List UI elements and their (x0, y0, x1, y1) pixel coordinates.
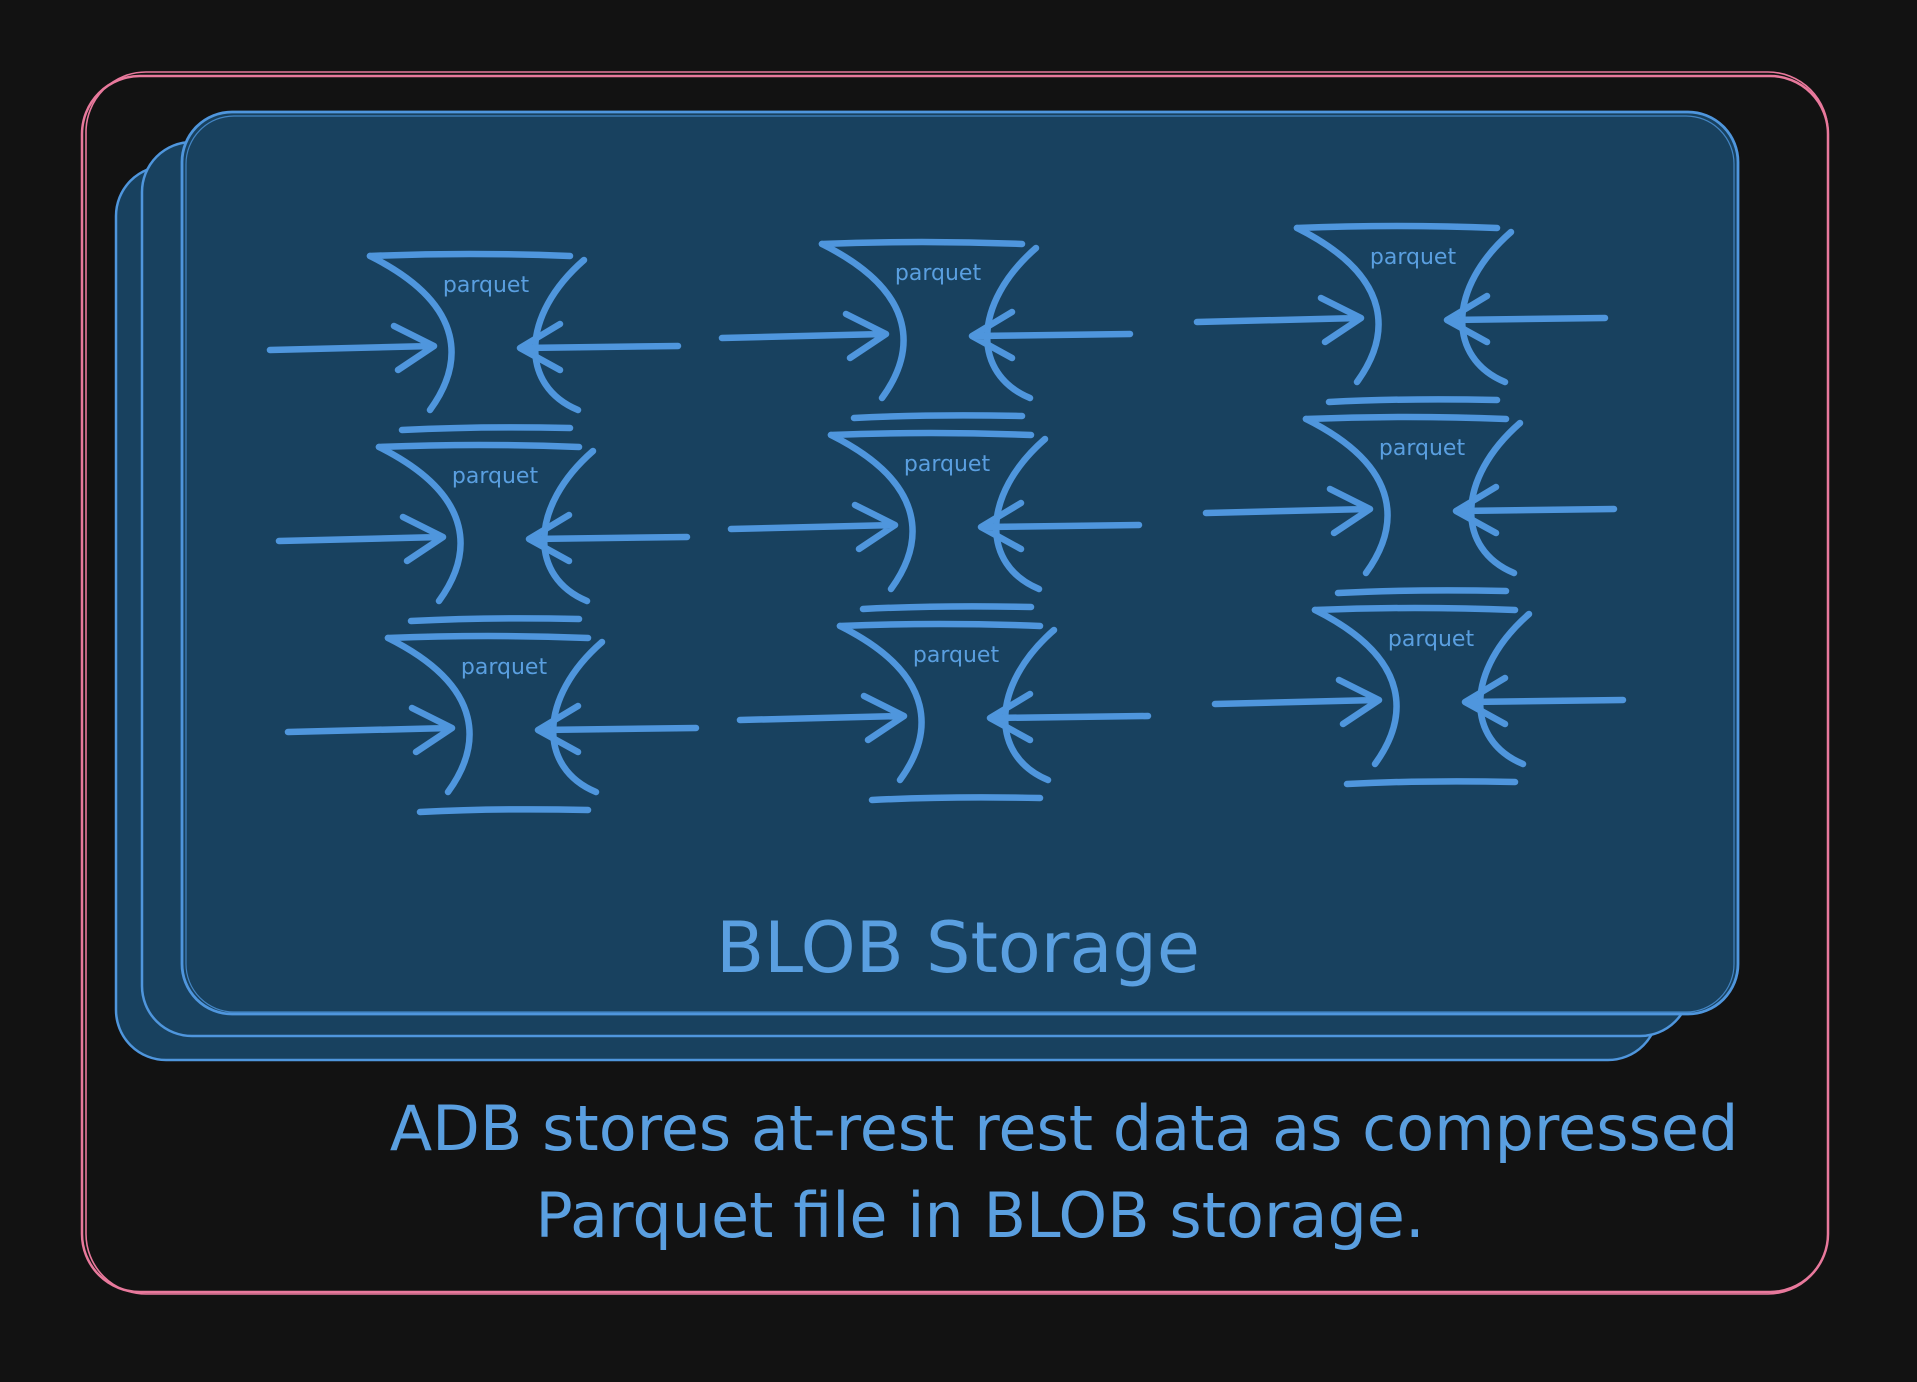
arrow-right-icon (284, 704, 456, 756)
parquet-left-side (1302, 415, 1391, 577)
parquet-label: parquet (1370, 245, 1457, 270)
parquet-label: parquet (452, 464, 539, 489)
parquet-file: parquet (727, 429, 1143, 613)
caption-line-2: Parquet file in BLOB storage. (535, 1179, 1424, 1252)
caption-line-1: ADB stores at-rest rest data as compress… (390, 1092, 1739, 1165)
parquet-top-edge (366, 250, 574, 260)
blob-storage-stack (114, 110, 1740, 1062)
parquet-file: parquet (1211, 604, 1627, 788)
arrow-left-icon (1452, 483, 1618, 537)
parquet-bottom-edge (850, 412, 1026, 422)
arrow-right-icon (736, 692, 908, 744)
parquet-bottom-edge (398, 424, 574, 434)
arrow-left-icon (977, 499, 1143, 553)
parquet-bottom-edge (1334, 587, 1510, 597)
parquet-file: parquet (1202, 413, 1618, 597)
parquet-left-side (827, 431, 916, 593)
parquet-top-edge (1293, 222, 1501, 232)
parquet-top-edge (836, 620, 1044, 630)
parquet-label: parquet (904, 452, 991, 477)
parquet-file: parquet (718, 238, 1134, 422)
parquet-bottom-edge (1343, 778, 1519, 788)
arrow-left-icon (516, 320, 682, 374)
parquet-top-edge (384, 632, 592, 642)
arrow-right-icon (1202, 485, 1374, 537)
parquet-left-side (375, 443, 464, 605)
arrow-right-icon (1211, 676, 1383, 728)
parquet-bottom-edge (416, 806, 592, 816)
parquet-bottom-edge (868, 794, 1044, 804)
arrow-left-icon (968, 308, 1134, 362)
parquet-label: parquet (443, 273, 530, 298)
parquet-file: parquet (736, 620, 1152, 804)
parquet-left-side (1293, 224, 1382, 386)
arrow-left-icon (534, 702, 700, 756)
parquet-left-side (1311, 606, 1400, 768)
parquet-file: parquet (275, 441, 691, 625)
parquet-top-edge (1311, 604, 1519, 614)
arrow-left-icon (525, 511, 691, 565)
arrow-right-icon (266, 322, 438, 374)
arrow-left-icon (986, 690, 1152, 744)
parquet-bottom-edge (407, 615, 583, 625)
parquet-file: parquet (1193, 222, 1609, 406)
parquet-bottom-edge (1325, 396, 1501, 406)
arrow-left-icon (1461, 674, 1627, 728)
parquet-left-side (384, 634, 473, 796)
parquet-label: parquet (1379, 436, 1466, 461)
storage-label: BLOB Storage (716, 907, 1200, 989)
parquet-label: parquet (895, 261, 982, 286)
parquet-label: parquet (1388, 627, 1475, 652)
arrow-left-icon (1443, 292, 1609, 346)
parquet-top-edge (818, 238, 1026, 248)
parquet-label: parquet (913, 643, 1000, 668)
parquet-top-edge (375, 441, 583, 451)
arrow-right-icon (718, 310, 890, 362)
parquet-left-side (818, 240, 907, 402)
parquet-files: parquet parquet parquet parquet parquet parqu… (266, 222, 1627, 816)
blob-storage-layer-front (180, 110, 1740, 1016)
parquet-left-side (366, 252, 455, 414)
parquet-label: parquet (461, 655, 548, 680)
parquet-left-side (836, 622, 925, 784)
arrow-right-icon (275, 513, 447, 565)
arrow-right-icon (1193, 294, 1365, 346)
arrow-right-icon (727, 501, 899, 553)
outer-frame (80, 71, 1830, 1295)
parquet-file: parquet (266, 250, 682, 434)
parquet-top-edge (827, 429, 1035, 439)
parquet-top-edge (1302, 413, 1510, 423)
parquet-bottom-edge (859, 603, 1035, 613)
parquet-file: parquet (284, 632, 700, 816)
